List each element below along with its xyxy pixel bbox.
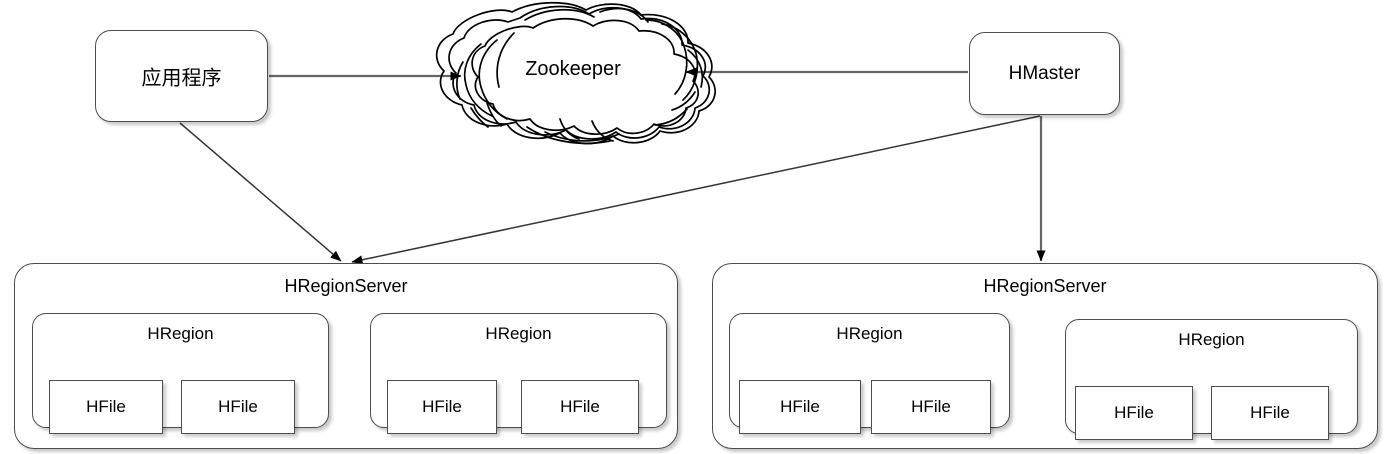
hfile-3-label: HFile <box>422 397 462 416</box>
hregion-4-label: HRegion <box>1178 330 1245 349</box>
hfile-3[interactable]: HFile <box>387 380 497 434</box>
hfile-1-label: HFile <box>86 397 126 416</box>
region-server-left-label: HRegionServer <box>284 276 408 296</box>
edge-hmaster-to-region-server-left <box>351 115 1041 265</box>
hfile-4[interactable]: HFile <box>521 380 639 434</box>
edge-application-to-region-server-left <box>179 122 342 262</box>
hfile-7-label: HFile <box>1114 403 1154 422</box>
hregion-2-label: HRegion <box>485 324 552 343</box>
hfile-8-label: HFile <box>1250 403 1290 422</box>
hfile-4-label: HFile <box>560 397 600 416</box>
hregion-1-label: HRegion <box>147 324 214 343</box>
hfile-8[interactable]: HFile <box>1211 386 1329 440</box>
application-node[interactable]: 应用程序 <box>95 30 268 122</box>
application-label: 应用程序 <box>141 67 222 90</box>
hfile-6-label: HFile <box>911 397 951 416</box>
zookeeper-label: Zookeeper <box>525 58 621 80</box>
hregion-3-label: HRegion <box>836 324 903 343</box>
hfile-7[interactable]: HFile <box>1075 386 1193 440</box>
hfile-6[interactable]: HFile <box>871 380 991 434</box>
hfile-2-label: HFile <box>218 397 258 416</box>
hfile-5[interactable]: HFile <box>739 380 861 434</box>
region-server-right-label: HRegionServer <box>983 276 1107 296</box>
hmaster-node[interactable]: HMaster <box>969 32 1120 115</box>
hfile-1[interactable]: HFile <box>49 380 163 434</box>
hfile-5-label: HFile <box>780 397 820 416</box>
hfile-2[interactable]: HFile <box>181 380 295 434</box>
hmaster-label: HMaster <box>1008 62 1081 84</box>
